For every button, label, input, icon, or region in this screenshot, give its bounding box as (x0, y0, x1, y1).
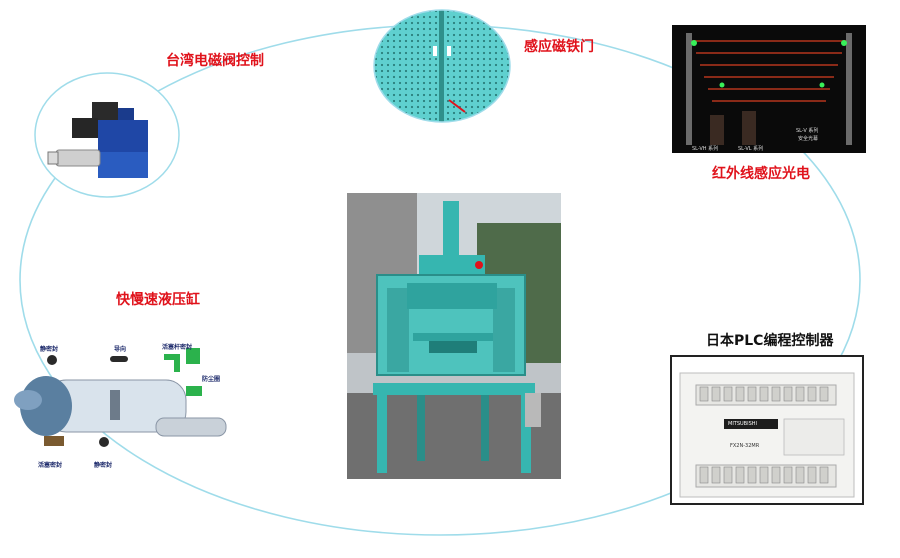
plc-controller-label: 日本PLC编程控制器 (706, 333, 834, 349)
hydraulic-cylinder-image: 静密封 导向 活塞杆密封 防尘圈 活塞密封 静密封 (6, 338, 231, 478)
callout-static-seal-top: 静密封 (40, 346, 59, 353)
infrared-sensor-label: 红外线感应光电 (712, 166, 810, 182)
series-v-label: SL-V 系列 (796, 128, 819, 134)
magnetic-door-image (373, 8, 511, 124)
hydraulic-cylinder-label: 快慢速液压缸 (116, 292, 200, 308)
magnetic-door-label: 感应磁铁门 (524, 39, 594, 55)
callout-guide: 导向 (114, 346, 127, 353)
infrared-sensor-image: SL-VH 系列 SL-VL 系列 SL-V 系列 安全光幕 (672, 25, 866, 153)
callout-static-seal-bottom: 静密封 (94, 462, 113, 469)
series-vh-label: SL-VH 系列 (692, 146, 719, 152)
solenoid-valve-image (32, 70, 182, 200)
callout-dust-ring: 防尘圈 (202, 376, 221, 383)
hydraulic-press-photo (347, 193, 561, 479)
series-vl-label: SL-VL 系列 (738, 146, 764, 152)
callout-piston-rod-seal: 活塞杆密封 (162, 344, 193, 351)
solenoid-valve-label: 台湾电磁阀控制 (166, 53, 264, 69)
plc-model-text: FX2N-32MR (730, 443, 760, 449)
plc-brand-text: MITSUBISHI (728, 421, 757, 427)
safety-light-label: 安全光幕 (798, 136, 819, 142)
plc-controller-image: MITSUBISHI FX2N-32MR (670, 355, 864, 505)
callout-piston-seal-bottom: 活塞密封 (38, 462, 63, 469)
